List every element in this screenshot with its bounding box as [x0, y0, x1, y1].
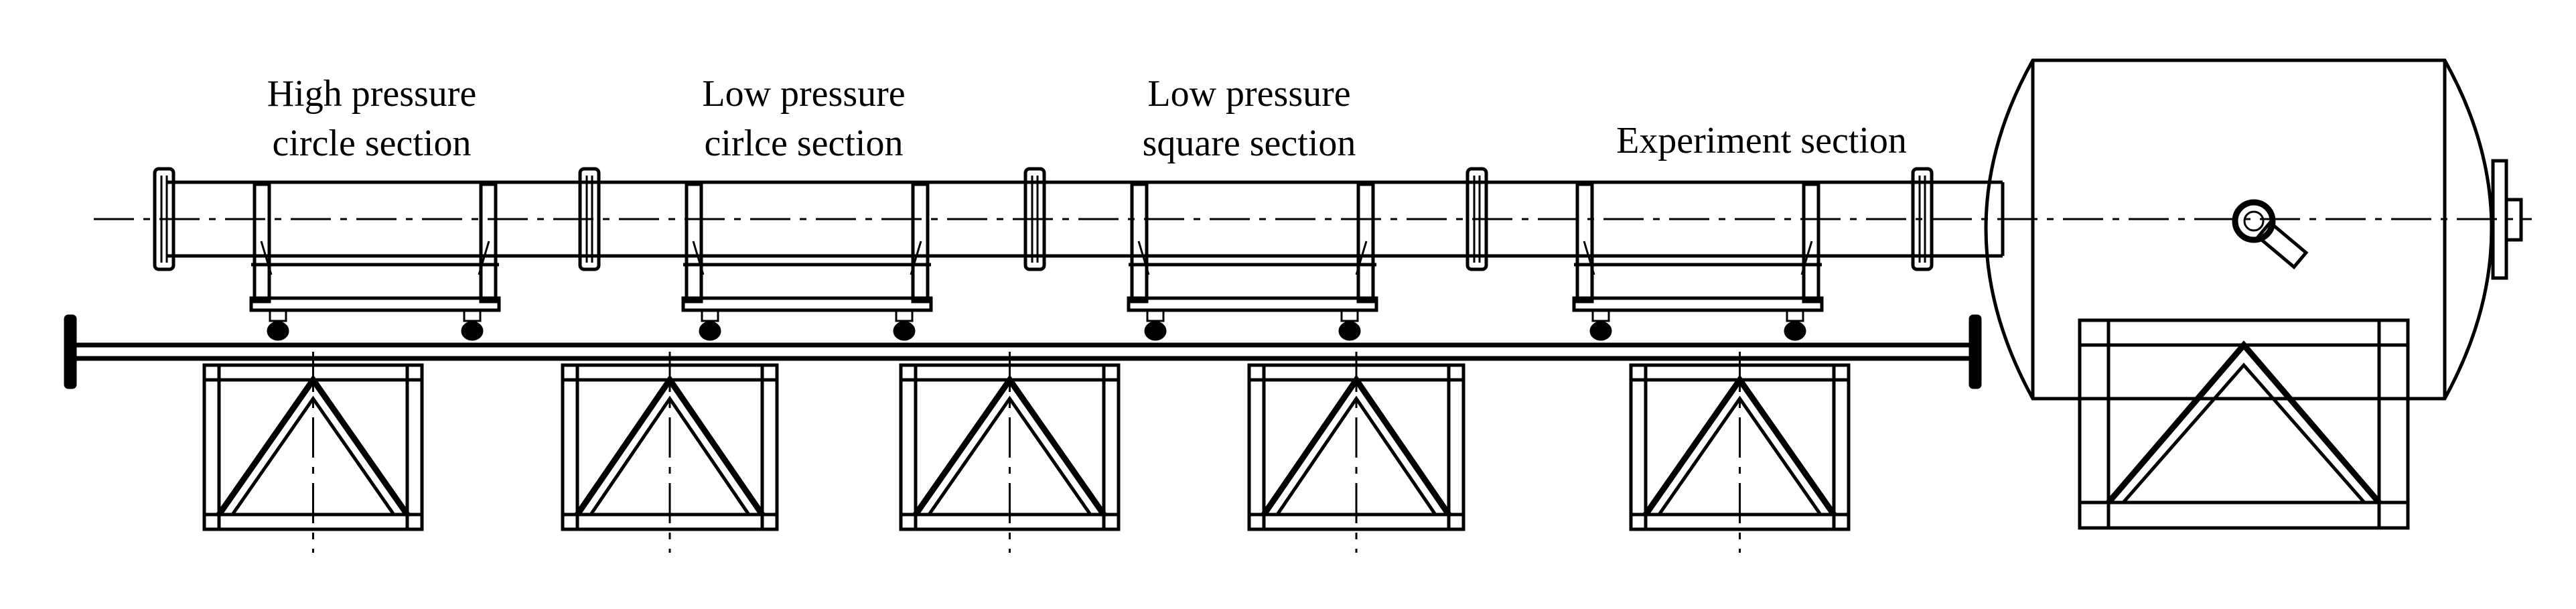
dump-tank — [1984, 58, 2523, 530]
wheel-axle — [463, 309, 482, 322]
truss-stand — [1629, 352, 1851, 553]
stand-diagonals-inner — [1657, 395, 1822, 516]
wheel — [267, 321, 289, 341]
truss-stand — [899, 352, 1121, 553]
section-labels: High pressure circle section Low pressur… — [267, 73, 1907, 164]
stand-diagonals-inner — [230, 395, 396, 516]
rail — [64, 314, 1982, 389]
cradle-support — [1572, 182, 1824, 341]
cradle-rib — [1355, 241, 1368, 275]
cradle-support — [1127, 182, 1378, 341]
cradle-base — [1127, 296, 1378, 312]
experiment-section-label: Experiment section — [1616, 120, 1907, 161]
cradle-support — [681, 182, 933, 341]
wheel — [1784, 321, 1806, 341]
wheel-axle — [1591, 309, 1610, 322]
wheel-axle — [1146, 309, 1165, 322]
cradle-rib — [478, 241, 490, 275]
cradle-post — [479, 182, 498, 303]
dump-tank-stand-diagonals-inner — [2122, 362, 2366, 504]
cradle-rib — [910, 241, 922, 275]
low-pressure-square-label-line1: Low pressure — [1147, 73, 1350, 115]
stand-diagonals-inner — [1275, 395, 1437, 516]
cradle-post — [685, 182, 703, 303]
cradle-rib — [692, 241, 705, 275]
cradle-rib — [1800, 241, 1813, 275]
cradle-post — [1356, 182, 1375, 303]
wheel-axle — [1340, 309, 1359, 322]
wheel — [461, 321, 484, 341]
stand-diagonals-inner — [927, 395, 1092, 516]
cradle-rib — [1583, 241, 1595, 275]
cradle-supports — [249, 182, 1824, 341]
cradle-post — [1130, 182, 1149, 303]
wheel-axle — [895, 309, 914, 322]
cradle-post — [1802, 182, 1820, 303]
wheel — [1338, 321, 1361, 341]
cradle-post — [911, 182, 930, 303]
rail-left-stop — [64, 314, 77, 389]
cradle-post — [1575, 182, 1594, 303]
dump-tank-port — [2232, 199, 2276, 243]
wheel-axle — [701, 309, 719, 322]
truss-stand — [561, 352, 779, 553]
truss-stand — [202, 352, 424, 553]
cradle-base — [249, 296, 501, 312]
low-pressure-circle-label-line1: Low pressure — [702, 73, 905, 115]
truss-stand — [1247, 352, 1465, 553]
cradle-base — [681, 296, 933, 312]
wheel — [893, 321, 916, 341]
truss-stands — [202, 352, 1851, 553]
high-pressure-circle-label-line1: High pressure — [267, 73, 477, 115]
dump-tank-stand-diagonals — [2106, 340, 2382, 504]
cradle-base — [1572, 296, 1824, 312]
wheel-axle — [269, 309, 287, 322]
low-pressure-circle-label-line2: cirlce section — [705, 123, 904, 164]
dump-tank-port-valve — [2255, 220, 2309, 270]
low-pressure-square-label-line2: square section — [1143, 123, 1356, 164]
dump-tank-hatch-handle — [2504, 198, 2523, 242]
wheel — [1144, 321, 1167, 341]
rail-right-stop — [1969, 314, 1982, 389]
cradle-support — [249, 182, 501, 341]
cradle-rib — [260, 241, 273, 275]
dump-tank-port-inner — [2243, 210, 2265, 232]
wheel — [699, 321, 721, 341]
cradle-rib — [1137, 241, 1150, 275]
cradle-post — [253, 182, 271, 303]
dump-tank-stand-frame — [2078, 318, 2410, 530]
high-pressure-circle-label-line2: circle section — [273, 123, 472, 164]
stand-diagonals-inner — [589, 395, 751, 516]
wheel — [1589, 321, 1612, 341]
wheel-axle — [1786, 309, 1804, 322]
